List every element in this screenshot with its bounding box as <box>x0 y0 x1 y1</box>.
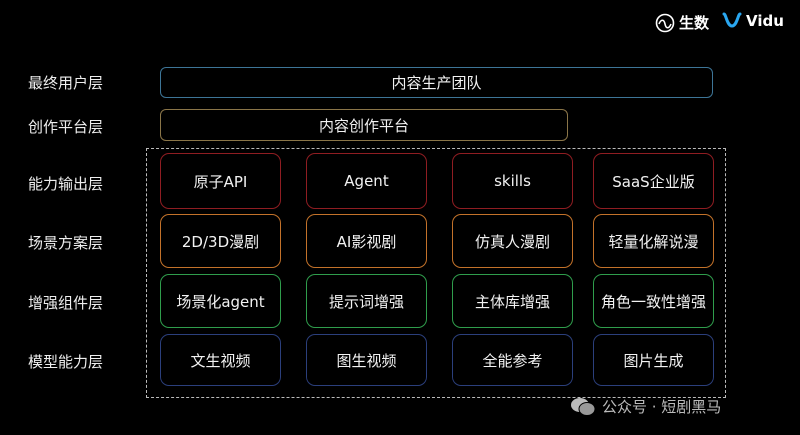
layer-label-model: 模型能力层 <box>28 353 104 371</box>
shengshu-logo-text: 生数 <box>679 14 710 32</box>
model-item: 文生视频 <box>160 334 281 386</box>
wechat-icon <box>571 397 596 416</box>
scenario-item: 轻量化解说漫 <box>593 214 714 268</box>
enhance-item: 场景化agent <box>160 274 281 328</box>
enhance-item: 角色一致性增强 <box>593 274 714 328</box>
ability-item: skills <box>452 153 573 209</box>
capability-dashed-frame <box>146 148 726 398</box>
model-item: 图生视频 <box>306 334 427 386</box>
watermark: 公众号 · 短剧黑马 <box>570 396 721 417</box>
enhance-item: 主体库增强 <box>452 274 573 328</box>
layer-label-end-user: 最终用户层 <box>28 74 104 92</box>
box-creation-platform: 内容创作平台 <box>160 109 568 141</box>
ability-item: Agent <box>306 153 427 209</box>
layer-label-platform: 创作平台层 <box>28 118 104 136</box>
watermark-text: 公众号 · 短剧黑马 <box>602 398 722 416</box>
scenario-item: AI影视剧 <box>306 214 427 268</box>
scenario-item: 2D/3D漫剧 <box>160 214 281 268</box>
ability-item: SaaS企业版 <box>593 153 714 209</box>
box-content-team: 内容生产团队 <box>160 67 713 98</box>
shengshu-logo: 生数 <box>655 12 709 33</box>
layer-label-enhance: 增强组件层 <box>28 294 104 312</box>
shengshu-logo-icon <box>655 13 675 32</box>
model-item: 图片生成 <box>593 334 714 386</box>
vidu-logo-icon <box>722 12 742 28</box>
model-item: 全能参考 <box>452 334 573 386</box>
ability-item: 原子API <box>160 153 281 209</box>
enhance-item: 提示词增强 <box>306 274 427 328</box>
layer-label-ability: 能力输出层 <box>28 175 104 193</box>
vidu-logo-text: Vidu <box>746 12 784 30</box>
scenario-item: 仿真人漫剧 <box>452 214 573 268</box>
layer-label-scenario: 场景方案层 <box>28 234 104 252</box>
vidu-logo: Vidu <box>722 12 784 30</box>
